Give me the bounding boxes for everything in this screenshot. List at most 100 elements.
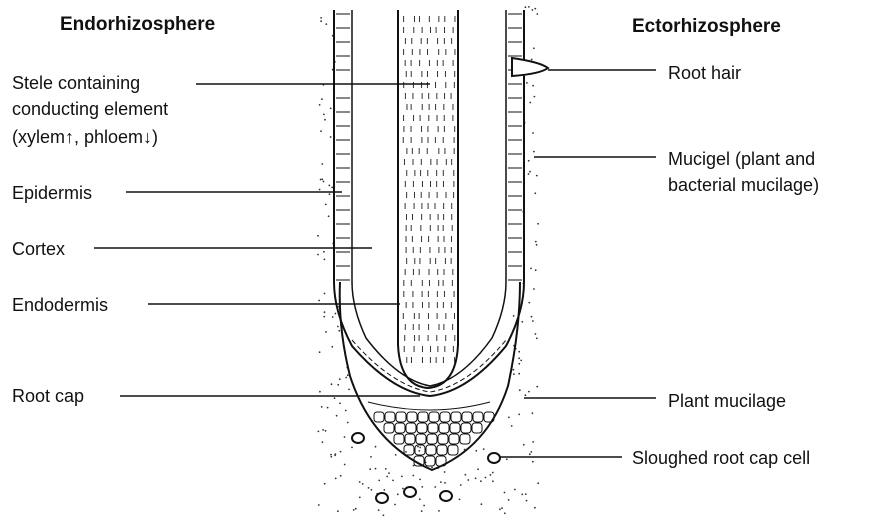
sloughed-cell bbox=[376, 493, 388, 503]
stipple-dot bbox=[322, 429, 324, 431]
stele-label-line3: (xylem↑, phloem↓) bbox=[12, 126, 158, 148]
stipple-dot bbox=[335, 313, 337, 315]
stipple-dot bbox=[319, 391, 321, 393]
stipple-dot bbox=[394, 504, 396, 506]
stipple-dot bbox=[320, 130, 322, 132]
stipple-dot bbox=[511, 425, 513, 427]
stipple-dot bbox=[324, 259, 326, 261]
stipple-dot bbox=[532, 412, 534, 414]
stipple-dot bbox=[535, 333, 537, 335]
stipple-dot bbox=[328, 185, 330, 187]
root-cap-cell bbox=[396, 412, 406, 422]
root-cap-cell bbox=[394, 434, 404, 444]
stipple-dot bbox=[513, 315, 515, 317]
stipple-dot bbox=[528, 160, 530, 162]
stipple-dot bbox=[532, 132, 534, 134]
stipple-dot bbox=[392, 480, 394, 482]
stipple-dot bbox=[528, 173, 530, 175]
endorhizosphere-heading: Endorhizosphere bbox=[60, 14, 215, 36]
stipple-dot bbox=[440, 481, 442, 483]
stipple-dot bbox=[347, 374, 349, 376]
root-cap-cell bbox=[418, 412, 428, 422]
stipple-dot bbox=[328, 215, 330, 217]
stipple-dot bbox=[344, 464, 346, 466]
stipple-dot bbox=[529, 171, 531, 173]
stipple-dot bbox=[536, 244, 538, 246]
stipple-dot bbox=[318, 431, 320, 433]
stipple-dot bbox=[534, 8, 536, 10]
stipple-dot bbox=[334, 397, 336, 399]
root-cap-cell bbox=[406, 423, 416, 433]
stipple-dot bbox=[532, 441, 534, 443]
root-cap-outline bbox=[340, 282, 520, 470]
stipple-dot bbox=[322, 441, 324, 443]
stipple-dot bbox=[344, 436, 346, 438]
stipple-dot bbox=[475, 477, 477, 479]
root-hair-label: Root hair bbox=[668, 62, 741, 84]
stipple-dot bbox=[348, 389, 350, 391]
stipple-dot bbox=[518, 414, 520, 416]
root-cap-cell bbox=[415, 445, 425, 455]
root-cap-cell bbox=[385, 412, 395, 422]
stipple-dot bbox=[325, 204, 327, 206]
stipple-dot bbox=[320, 17, 322, 19]
stipple-dot bbox=[325, 430, 327, 432]
stipple-dot bbox=[534, 192, 536, 194]
mucigel-label-line2: bacterial mucilage) bbox=[668, 174, 819, 196]
stipple-dot bbox=[395, 454, 397, 456]
stipple-dot bbox=[537, 482, 539, 484]
stipple-dot bbox=[492, 480, 494, 482]
stipple-dot bbox=[536, 13, 538, 15]
stipple-dot bbox=[465, 474, 467, 476]
root-cap-cell bbox=[460, 434, 470, 444]
stipple-dot bbox=[506, 458, 508, 460]
stipple-dot bbox=[532, 9, 534, 11]
stipple-dot bbox=[483, 448, 485, 450]
stipple-dot bbox=[321, 179, 323, 181]
stipple-dot bbox=[375, 446, 377, 448]
leader-lines bbox=[94, 70, 656, 457]
stipple-dot bbox=[323, 316, 325, 318]
stipple-dot bbox=[518, 351, 520, 353]
stipple-dot bbox=[330, 454, 332, 456]
stipple-dot bbox=[504, 492, 506, 494]
stipple-dot bbox=[323, 181, 325, 183]
stipple-dot bbox=[525, 394, 527, 396]
stipple-dot bbox=[325, 23, 327, 25]
stipple-dot bbox=[334, 454, 336, 456]
stipple-dot bbox=[383, 514, 385, 516]
stipple-dot bbox=[331, 346, 333, 348]
stipple-dot bbox=[459, 499, 461, 501]
root-cap-cell bbox=[473, 412, 483, 422]
plant-mucilage-label: Plant mucilage bbox=[668, 390, 786, 412]
stipple-dot bbox=[421, 486, 423, 488]
stipple-dot bbox=[533, 288, 535, 290]
stipple-dot bbox=[317, 254, 319, 256]
stipple-dot bbox=[397, 493, 399, 495]
stipple-dot bbox=[485, 477, 487, 479]
stipple-dot bbox=[508, 417, 510, 419]
stele-conducting-elements bbox=[403, 16, 455, 363]
endodermis-label: Endodermis bbox=[12, 294, 108, 316]
root-cap-cell bbox=[428, 423, 438, 433]
stipple-dot bbox=[332, 316, 334, 318]
stipple-dot bbox=[378, 480, 380, 482]
root-cap-cell bbox=[417, 423, 427, 433]
stipple-dot bbox=[319, 189, 321, 191]
stipple-dot bbox=[402, 488, 404, 490]
stipple-dot bbox=[339, 378, 341, 380]
stipple-dot bbox=[337, 384, 339, 386]
stipple-dot bbox=[369, 468, 371, 470]
stipple-dot bbox=[531, 59, 533, 61]
stipple-dot bbox=[419, 479, 421, 481]
stipple-dot bbox=[535, 269, 537, 271]
stipple-dot bbox=[421, 510, 423, 512]
stipple-dot bbox=[370, 456, 372, 458]
stipple-dot bbox=[320, 179, 322, 181]
root-cap-cell bbox=[451, 412, 461, 422]
sloughed-cell bbox=[352, 433, 364, 443]
root-cap-cell bbox=[427, 434, 437, 444]
stipple-dot bbox=[386, 476, 388, 478]
stipple-dot bbox=[518, 363, 520, 365]
